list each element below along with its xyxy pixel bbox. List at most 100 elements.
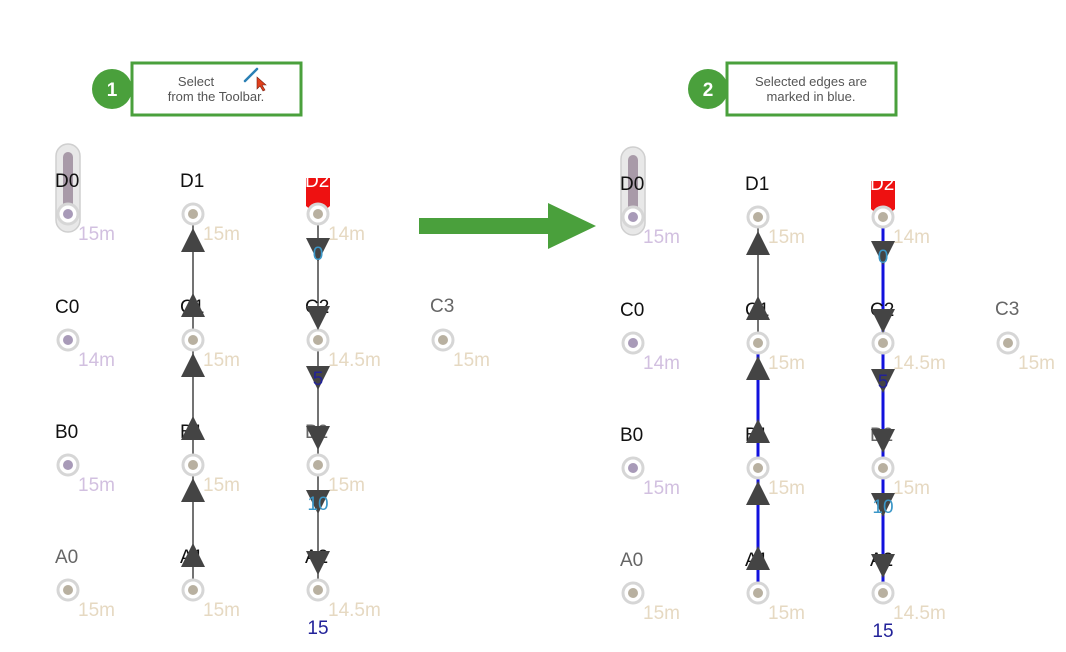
- node-B1[interactable]: B115m: [180, 422, 240, 496]
- edge-arrowhead-B1-C1-1: [181, 353, 205, 377]
- node-label: C0: [620, 300, 644, 321]
- node-label: D1: [745, 174, 769, 195]
- edge-arrowhead-D2-C2-1: [306, 306, 330, 330]
- select-edge-tool-icon: [243, 67, 267, 92]
- node-dot: [313, 585, 323, 595]
- node-dot: [438, 335, 448, 345]
- edge-arrowhead-C2-B2-0: [871, 369, 895, 393]
- node-distance: 14.5m: [893, 353, 946, 374]
- node-dot: [878, 588, 888, 598]
- callout-line-1: Select: [178, 74, 215, 89]
- node-distance: 15m: [203, 224, 240, 245]
- edge-arrowhead-B2-A2-1: [871, 554, 895, 578]
- edge-arrowhead-B2-A2-1: [306, 551, 330, 575]
- node-D1[interactable]: D1 15m: [745, 174, 805, 248]
- flow-value: 10: [307, 494, 328, 515]
- flow-value: 0: [313, 244, 324, 265]
- node-label: B0: [620, 425, 643, 446]
- node-distance: 15m: [78, 224, 115, 245]
- edge-arrowhead-A1-B1-1: [746, 481, 770, 505]
- node-D2[interactable]: D2 14m: [870, 174, 930, 248]
- node-dot: [878, 463, 888, 473]
- node-distance: 14.5m: [328, 600, 381, 621]
- edge-arrowhead-B1-C1-1: [746, 356, 770, 380]
- edge-arrowhead-B1-C1-0: [181, 416, 205, 440]
- node-dot: [753, 338, 763, 348]
- node-distance: 15m: [768, 227, 805, 248]
- edge-arrowhead-A1-B1-0: [181, 543, 205, 567]
- node-label: D0: [55, 171, 79, 192]
- node-C0[interactable]: C0 14m: [620, 300, 680, 374]
- node-distance: 15m: [203, 350, 240, 371]
- node-dot: [188, 209, 198, 219]
- node-dot: [753, 463, 763, 473]
- node-distance: 14m: [893, 227, 930, 248]
- edge-arrowhead-B2-A2-0: [871, 493, 895, 517]
- step-number-badge: [688, 69, 728, 109]
- node-D0[interactable]: D0 15m: [55, 171, 115, 245]
- node-label: A0: [620, 550, 643, 571]
- edge-arrowhead-C1-D1-0: [181, 293, 205, 317]
- node-label: D1: [180, 171, 204, 192]
- node-distance: 15m: [78, 600, 115, 621]
- node-label: D0: [620, 174, 644, 195]
- flow-value: 5: [313, 369, 324, 390]
- node-dot: [63, 209, 73, 219]
- node-dot: [878, 338, 888, 348]
- flow-value: 0: [878, 247, 889, 268]
- node-dot: [628, 338, 638, 348]
- node-dot: [63, 460, 73, 470]
- node-dot: [628, 588, 638, 598]
- node-dot: [753, 212, 763, 222]
- node-label: D2: [870, 174, 894, 195]
- callout-line-2: marked in blue.: [767, 89, 856, 104]
- right-arrow-icon: [419, 203, 596, 249]
- flow-value: 5: [878, 372, 889, 393]
- node-distance: 14.5m: [328, 350, 381, 371]
- node-dot: [313, 335, 323, 345]
- edge-arrowhead-C2-B2-1: [871, 429, 895, 453]
- panel-after: D015mD115mD214mC014mC115mC214.5mC315mB01…: [620, 146, 1055, 642]
- node-dot: [63, 335, 73, 345]
- edge-arrowhead-D2-C2-0: [306, 238, 330, 262]
- node-distance: 15m: [643, 227, 680, 248]
- node-dot: [753, 588, 763, 598]
- node-distance: 15m: [768, 603, 805, 624]
- node-distance: 14m: [643, 353, 680, 374]
- node-D1[interactable]: D1 15m: [180, 171, 240, 245]
- node-distance: 15m: [768, 353, 805, 374]
- node-dot: [63, 585, 73, 595]
- edge-arrowhead-A1-B1-1: [181, 478, 205, 502]
- edge-arrowhead-C1-D1-1: [746, 231, 770, 255]
- callout-line-2: from the Toolbar.: [168, 89, 265, 104]
- flow-value: 10: [872, 497, 893, 518]
- edge-arrowhead-D2-C2-1: [871, 309, 895, 333]
- node-distance: 15m: [328, 475, 365, 496]
- edge-arrowhead-B2-A2-0: [306, 490, 330, 514]
- transition-arrow: [419, 203, 596, 249]
- edge-arrowhead-C1-D1-0: [746, 296, 770, 320]
- node-distance: 15m: [453, 350, 490, 371]
- node-D2[interactable]: D2 14m: [305, 171, 365, 245]
- node-dot: [628, 212, 638, 222]
- node-distance: 15m: [1018, 353, 1055, 374]
- node-D0[interactable]: D0 15m: [620, 174, 680, 248]
- node-dot: [878, 212, 888, 222]
- edge-arrowhead-C2-B2-1: [306, 426, 330, 450]
- edge-arrowhead-D2-C2-0: [871, 241, 895, 265]
- node-dot: [313, 209, 323, 219]
- node-distance: 14m: [328, 224, 365, 245]
- flow-value: 15: [872, 621, 893, 642]
- node-label: D2: [305, 171, 329, 192]
- node-distance: 15m: [203, 600, 240, 621]
- edge-arrowhead-C1-D1-1: [181, 228, 205, 252]
